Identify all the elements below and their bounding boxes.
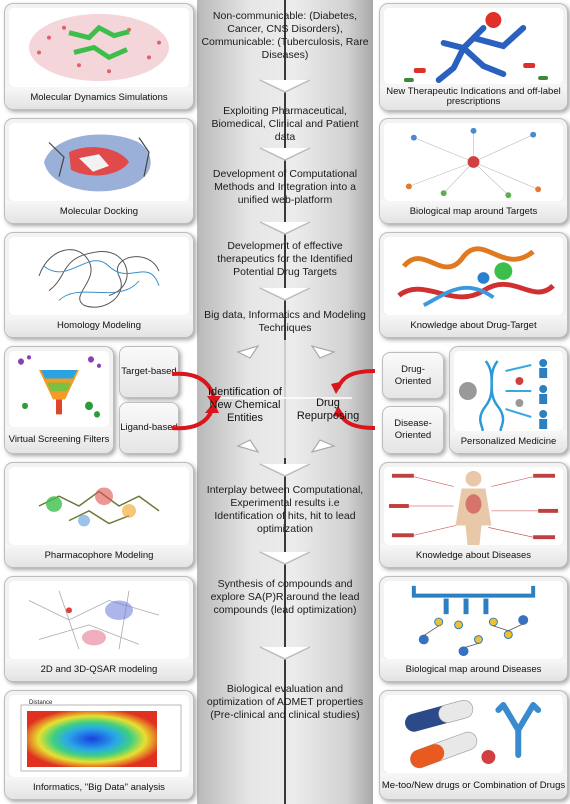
card-molecular-docking: Molecular Docking <box>4 118 194 224</box>
diseases-knowledge-image <box>384 467 563 545</box>
homology-modeling-image <box>9 237 189 315</box>
chevron-down-icon <box>259 287 311 301</box>
identification-label: Identification of New Chemical Entities <box>208 386 282 424</box>
caption-informatics: Informatics, "Big Data" analysis <box>5 777 193 799</box>
chevron-down-icon <box>259 79 311 93</box>
stage-synthesis: Synthesis of compounds and explore SA(P)… <box>210 578 360 616</box>
card-virtual-screening: Virtual Screening Filters <box>4 346 114 454</box>
card-informatics: Distance Informatics, "Big Data" analysi… <box>4 690 194 800</box>
card-drug-target: Knowledge about Drug-Target <box>379 232 568 338</box>
stage-exploiting-data: Exploiting Pharmaceutical, Biomedical, C… <box>211 105 359 143</box>
caption-qsar: 2D and 3D-QSAR modeling <box>5 659 193 681</box>
caption-diseases-knowledge: Knowledge about Diseases <box>380 545 567 567</box>
caption-targets-map: Biological map around Targets <box>380 201 567 223</box>
card-me-too-drugs: Me-too/New drugs or Combination of Drugs <box>379 690 568 800</box>
me-too-drugs-image <box>384 695 563 773</box>
card-new-indications: New Therapeutic Indications and off-labe… <box>379 3 568 111</box>
drug-oriented-box: Drug-Oriented <box>382 352 444 399</box>
card-pharmacophore: Pharmacophore Modeling <box>4 462 194 568</box>
caption-molecular-dynamics: Molecular Dynamics Simulations <box>5 87 193 109</box>
molecular-dynamics-image <box>9 8 189 87</box>
repurposing-label: Drug Repurposing <box>296 397 360 422</box>
stage-interplay: Interplay between Computational, Experim… <box>206 484 364 535</box>
caption-new-indications: New Therapeutic Indications and off-labe… <box>380 84 567 110</box>
card-homology-modeling: Homology Modeling <box>4 232 194 338</box>
new-indications-image <box>384 8 563 84</box>
pharmacophore-image <box>9 467 189 545</box>
stage-therapeutics: Development of effective therapeutics fo… <box>217 240 353 278</box>
stage-big-data: Big data, Informatics and Modeling Techn… <box>204 309 366 334</box>
chevron-down-icon <box>259 147 311 161</box>
caption-diseases-map: Biological map around Diseases <box>380 659 567 681</box>
virtual-screening-image <box>9 351 109 427</box>
caption-virtual-screening: Virtual Screening Filters <box>5 427 113 453</box>
chevron-down-icon <box>259 221 311 235</box>
personalized-medicine-image <box>454 351 563 431</box>
card-molecular-dynamics: Molecular Dynamics Simulations <box>4 3 194 110</box>
caption-homology-modeling: Homology Modeling <box>5 315 193 337</box>
qsar-image <box>9 581 189 659</box>
informatics-heatmap-image: Distance <box>9 695 189 777</box>
stage-biological-evaluation: Biological evaluation and optimization o… <box>206 683 364 721</box>
caption-personalized-medicine: Personalized Medicine <box>450 431 567 453</box>
card-diseases-knowledge: Knowledge about Diseases <box>379 462 568 568</box>
heatmap-label: Distance <box>29 700 53 706</box>
ligand-based-box: Ligand-based <box>119 402 179 454</box>
caption-pharmacophore: Pharmacophore Modeling <box>5 545 193 567</box>
stage-disease-classes: Non-communicable: (Diabetes, Cancer, CNS… <box>201 10 369 61</box>
diseases-map-image <box>384 581 563 659</box>
chevron-down-icon <box>259 463 311 477</box>
caption-molecular-docking: Molecular Docking <box>5 201 193 223</box>
stage-computational-methods: Development of Computational Methods and… <box>212 168 358 206</box>
molecular-docking-image <box>9 123 189 201</box>
card-targets-map: Biological map around Targets <box>379 118 568 224</box>
targets-map-image <box>384 123 563 201</box>
card-diseases-map: Biological map around Diseases <box>379 576 568 682</box>
card-qsar: 2D and 3D-QSAR modeling <box>4 576 194 682</box>
target-based-box: Target-based <box>119 346 179 398</box>
disease-oriented-box: Disease-Oriented <box>382 406 444 454</box>
caption-drug-target: Knowledge about Drug-Target <box>380 315 567 337</box>
card-personalized-medicine: Personalized Medicine <box>449 346 568 454</box>
chevron-down-icon <box>259 646 311 660</box>
drug-target-image <box>384 237 563 315</box>
chevron-down-icon <box>259 551 311 565</box>
caption-me-too-drugs: Me-too/New drugs or Combination of Drugs <box>380 773 567 799</box>
